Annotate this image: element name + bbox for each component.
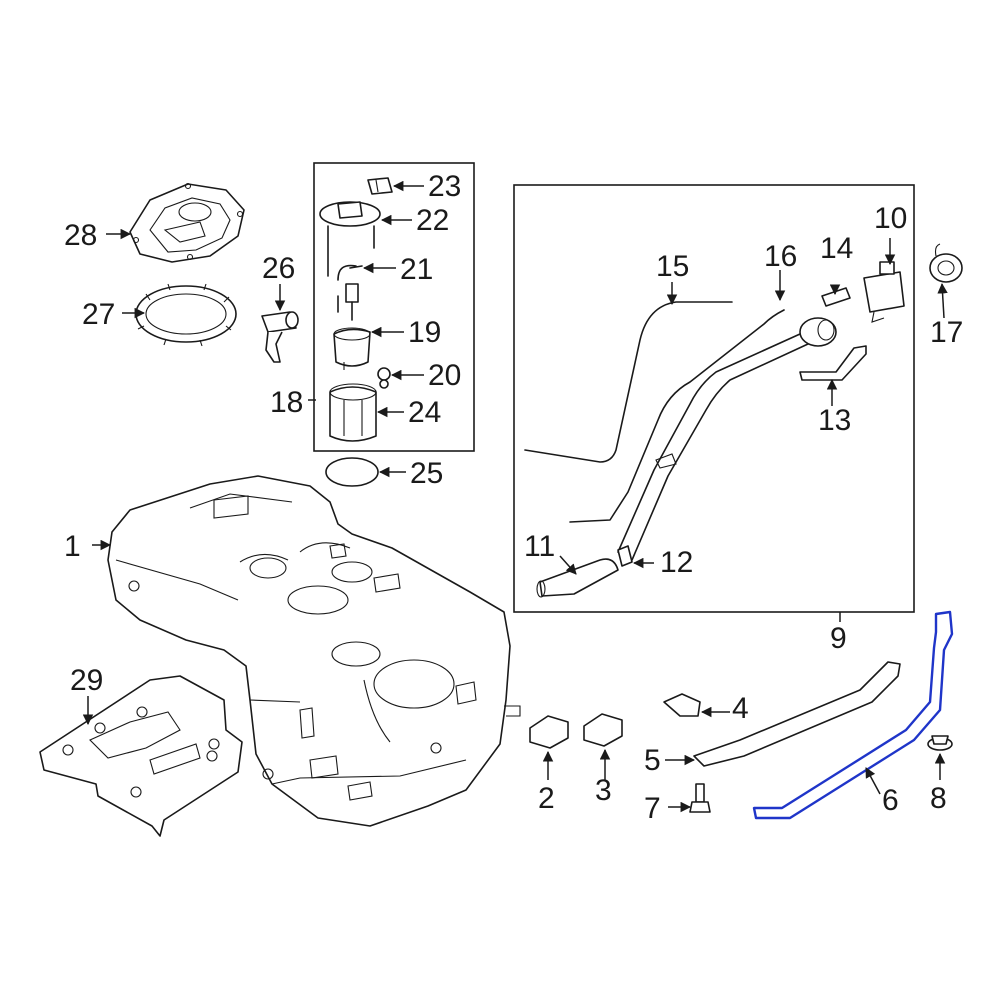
callout-13: 13 (818, 404, 851, 437)
callout-26: 26 (262, 252, 295, 285)
part-13-hose[interactable] (799, 345, 867, 381)
part-7-bolt[interactable] (689, 783, 711, 813)
part-8-nut[interactable] (927, 735, 953, 751)
part-20-clip[interactable] (377, 367, 391, 389)
callout-9: 9 (830, 622, 847, 655)
leader-lines (82, 180, 948, 813)
callout-7: 7 (644, 792, 661, 825)
callout-5: 5 (644, 744, 661, 777)
callout-15: 15 (656, 250, 689, 283)
part-12-clamp[interactable] (617, 545, 633, 567)
callout-10: 10 (874, 202, 907, 235)
callout-14: 14 (820, 232, 853, 265)
part-3-pad[interactable] (583, 713, 623, 747)
callout-25: 25 (410, 457, 443, 490)
callout-6: 6 (882, 784, 899, 817)
callout-4: 4 (732, 692, 749, 725)
part-29-heat-shield[interactable] (39, 675, 243, 837)
callout-27: 27 (82, 298, 115, 331)
part-19-fuel-pump[interactable] (333, 327, 371, 370)
part-5-strap[interactable] (693, 661, 901, 767)
callout-3: 3 (595, 774, 612, 807)
callout-23: 23 (428, 170, 461, 203)
callout-16: 16 (764, 240, 797, 273)
part-2-pad[interactable] (529, 715, 569, 749)
part-1-fuel-tank[interactable] (107, 475, 521, 827)
part-15-vent-tube[interactable] (524, 301, 733, 463)
callout-19: 19 (408, 316, 441, 349)
callout-labels: 1 2 3 4 5 6 7 8 9 10 11 12 13 14 15 16 1… (64, 170, 963, 825)
callout-20: 20 (428, 359, 461, 392)
callout-22: 22 (416, 204, 449, 237)
part-10-canister[interactable] (863, 261, 905, 323)
part-27-lock-ring[interactable] (135, 283, 237, 347)
callout-28: 28 (64, 219, 97, 252)
part-28-cover-plate[interactable] (129, 182, 245, 263)
part-4-bracket[interactable] (663, 693, 701, 717)
callout-18: 18 (270, 386, 303, 419)
callout-21: 21 (400, 253, 433, 286)
part-11-hose[interactable] (536, 558, 619, 598)
callout-8: 8 (930, 782, 947, 815)
callout-24: 24 (408, 396, 441, 429)
part-16-vapor-line[interactable] (569, 309, 785, 523)
part-25-seal[interactable] (325, 457, 379, 487)
callout-29: 29 (70, 664, 103, 697)
callout-12: 12 (660, 546, 693, 579)
part-26-sender-unit[interactable] (261, 311, 299, 363)
part-23-connector[interactable] (367, 177, 393, 195)
callout-11: 11 (524, 530, 555, 563)
part-14-hose[interactable] (821, 287, 851, 307)
callout-2: 2 (538, 782, 555, 815)
callout-17: 17 (930, 316, 963, 349)
filler-pipe-group-frame (513, 184, 915, 613)
part-22-pump-flange[interactable] (319, 201, 381, 277)
part-9-filler-pipe[interactable] (617, 317, 837, 561)
part-17-fuel-cap[interactable] (929, 243, 963, 283)
part-21-wire-harness[interactable] (337, 264, 363, 321)
part-6-strap-highlighted[interactable] (752, 610, 954, 820)
fuel-pump-group-frame (313, 162, 475, 452)
callout-1: 1 (64, 530, 81, 563)
part-24-reservoir[interactable] (329, 383, 377, 442)
